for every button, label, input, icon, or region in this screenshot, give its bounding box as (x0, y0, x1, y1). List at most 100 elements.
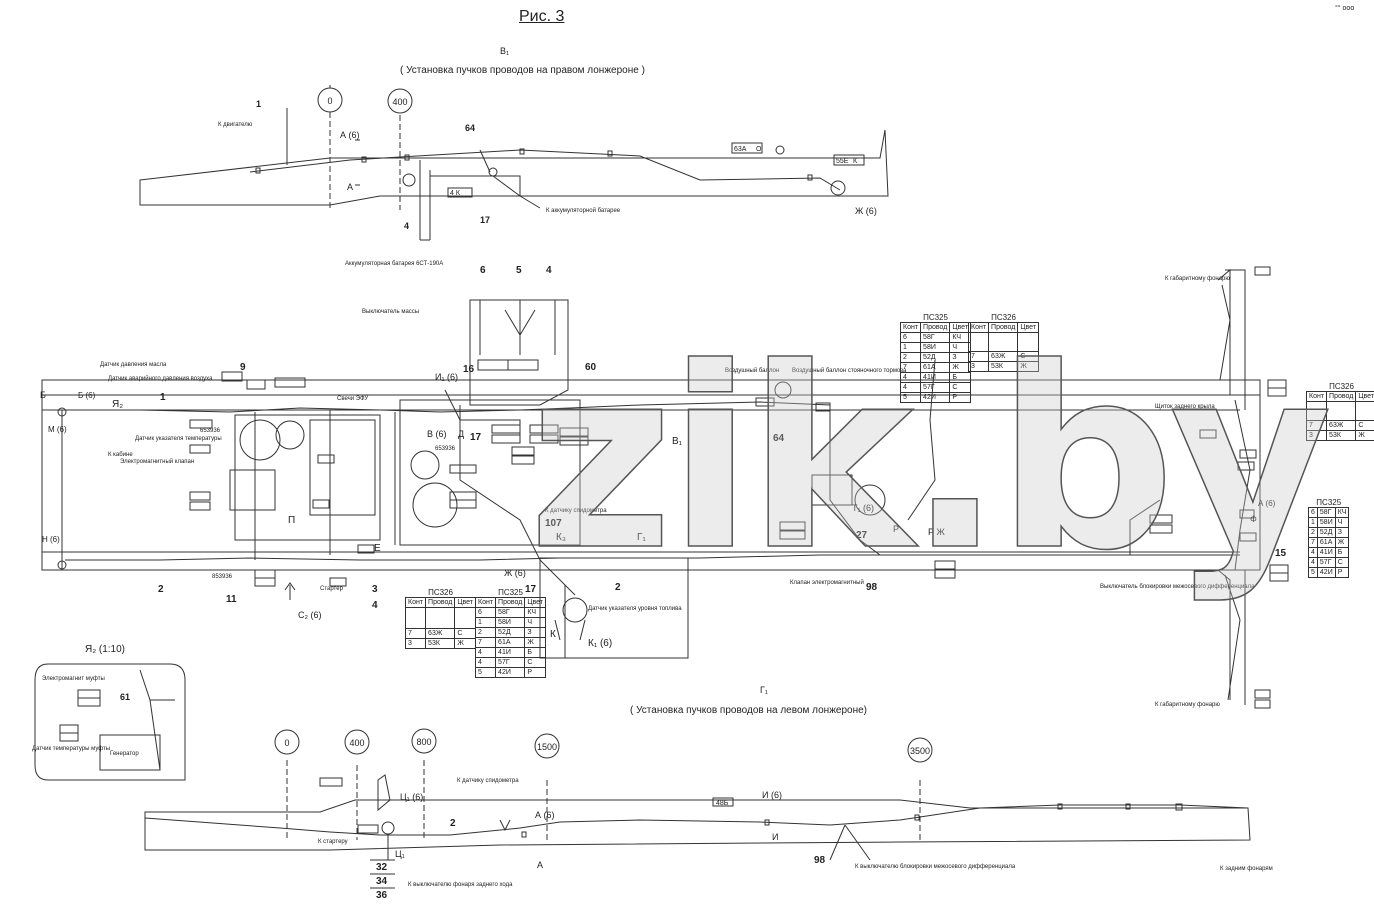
callout-16: 16 (463, 364, 475, 375)
callout-107: 107 (545, 518, 562, 529)
callout-32: 32 (376, 862, 388, 873)
label-r: Р (893, 524, 899, 534)
table-cell: 53К (425, 638, 456, 649)
label-zh6-mid: Ж (6) (504, 568, 526, 578)
callout-2-mid: 2 (615, 582, 621, 593)
label-c1: Ц₁ (395, 849, 405, 859)
label-ya2: Я₂ (112, 399, 123, 410)
inset-frame (34, 663, 186, 781)
table-cell: 7 (474, 637, 497, 648)
label-cable-3ev: Свечи ЭФУ (337, 396, 368, 402)
table-cell: Р (524, 667, 547, 678)
label-k1: К₁ (6) (588, 638, 612, 649)
table-cell: КЧ (524, 607, 547, 618)
label-b: Б (40, 390, 46, 400)
table-cell: Ж (1017, 361, 1040, 372)
label-to-battery: К аккумуляторной батарее (546, 207, 621, 214)
label-e: Е (374, 543, 381, 554)
label-p: П (288, 515, 295, 526)
table-cell: 63Ж (425, 628, 456, 639)
label-starter: Стартер (320, 586, 344, 592)
label-ecu-valve: Электромагнитный клапан (120, 458, 194, 465)
table-cell: С (1334, 557, 1350, 568)
label-to-rear-axle: К выключателю фонаря заднего хода (408, 882, 513, 888)
label-to-diff: К выключателю блокировки межосевого дифф… (855, 864, 1016, 870)
label-k: К (550, 629, 556, 640)
label-t1: Т₁ (6) (852, 503, 874, 513)
label-c1-6: Ц₁ (6) (400, 792, 423, 802)
callout-60: 60 (585, 362, 597, 373)
table-cell: Ж (1334, 537, 1350, 548)
label-a6-bottom: А (6) (535, 810, 555, 820)
table-header: Провод (1326, 391, 1357, 402)
label-speed-sensor: К датчику спидометра (545, 508, 607, 514)
label-code-853936: 853936 (212, 574, 233, 580)
table-cell: 53К (988, 361, 1019, 372)
table-cell: 1 (474, 617, 497, 628)
tag-k: К (853, 158, 858, 165)
tag-63a: 63А (734, 146, 747, 153)
label-to-rear-lamp: К задним фонарям (1220, 866, 1273, 872)
table-header: Цвет (454, 597, 477, 608)
label-code-653936b: 653936 (435, 446, 456, 452)
table-cell: 58И (495, 617, 526, 628)
tag-48b: 48Б (716, 800, 729, 807)
callout-4-mid-top: 4 (546, 265, 552, 276)
table-cell: 4 (474, 657, 497, 668)
table-cell: С (1355, 420, 1374, 431)
label-parking: Воздушный баллон стояночного тормоза (792, 367, 907, 374)
table-cell: 53К (1326, 430, 1357, 441)
table-title: ПС325 (498, 588, 523, 597)
label-air-sensor: Датчик аварийного давления воздуха (108, 375, 213, 382)
table-title: ПС325 (923, 313, 948, 322)
label-section-a: А (347, 182, 353, 192)
table-title: ПС325 (1316, 498, 1342, 507)
callout-1-mid: 1 (160, 392, 166, 403)
table-header: Провод (425, 597, 456, 608)
callout-34: 34 (376, 876, 388, 887)
callout-11: 11 (226, 594, 237, 605)
table-cell: З (1334, 527, 1350, 538)
label-k3: К₃ (556, 532, 566, 543)
callout-15: 15 (1275, 548, 1287, 559)
callout-17-low: 17 (525, 584, 537, 595)
bottom-frame-rail (144, 760, 1251, 889)
top-station-0: 0 (327, 96, 332, 106)
table-title: ПС326 (1329, 382, 1354, 391)
label-mass-switch: Выключатель массы (362, 309, 419, 315)
table-cell: Б (524, 647, 547, 658)
table-cell: 42И (1316, 567, 1336, 578)
label-n6: Н (6) (42, 535, 60, 544)
tag-o: О (756, 146, 762, 153)
table-cell: С (524, 657, 547, 668)
table-cell: Ж (1355, 430, 1374, 441)
bottom-station-400: 400 (349, 738, 364, 748)
label-battery: Аккумуляторная батарея 6СТ-190А (345, 261, 443, 267)
callout-2-left: 2 (158, 584, 164, 595)
label-b6: Б (6) (78, 391, 96, 400)
table-cell: Ч (1334, 517, 1350, 528)
callout-5: 5 (516, 265, 522, 276)
table-header: Конт (474, 597, 497, 608)
callout-9: 9 (240, 362, 246, 373)
table-cell: Ж (454, 638, 477, 649)
table-title: ПС326 (428, 588, 453, 597)
label-to-speed: К датчику спидометра (457, 778, 519, 784)
label-a6-mid: А (6) (1258, 499, 1276, 508)
label-diff-switch: Выключатель блокировки межосевого диффер… (1100, 584, 1255, 590)
label-diff-valve: Клапан электромагнитный (790, 579, 864, 586)
label-f: Ф (1250, 514, 1257, 524)
bottom-station-800: 800 (416, 737, 431, 747)
label-d: Д (458, 429, 464, 439)
callout-27: 27 (856, 530, 868, 541)
top-view-letter: В₁ (500, 46, 509, 56)
table-cell: Р (1334, 567, 1350, 578)
table-cell: КЧ (1334, 507, 1350, 518)
callout-36: 36 (376, 890, 388, 901)
inset-title: Я₂ (1:10) (85, 644, 125, 655)
callout-4-top: 4 (404, 221, 409, 231)
